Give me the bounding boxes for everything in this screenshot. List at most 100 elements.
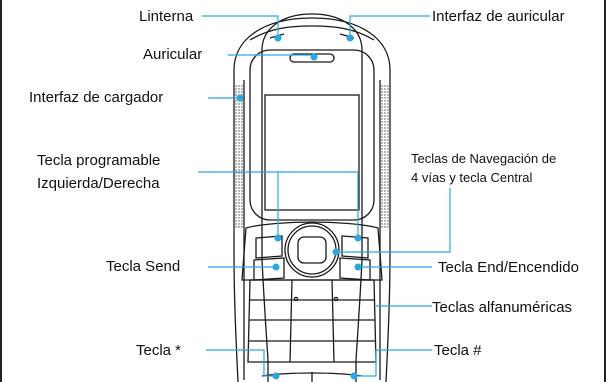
grille-dot bbox=[381, 190, 383, 192]
speaker-grille-left bbox=[235, 85, 243, 228]
grille-dot bbox=[381, 154, 383, 156]
grille-dot bbox=[381, 130, 383, 132]
grille-dot bbox=[235, 106, 237, 108]
grille-dot bbox=[384, 88, 386, 90]
grille-dot bbox=[235, 103, 237, 105]
grille-dot bbox=[235, 142, 237, 144]
speaker-grille-right bbox=[381, 85, 389, 228]
callout-line-navegacion bbox=[336, 188, 451, 253]
grille-dot bbox=[235, 94, 237, 96]
grille-dot bbox=[241, 214, 243, 216]
callout-dot-tecla-end bbox=[354, 263, 362, 271]
grille-dot bbox=[384, 106, 386, 108]
grille-dot bbox=[387, 103, 389, 105]
grille-dot bbox=[381, 88, 383, 90]
grille-dot bbox=[241, 85, 243, 87]
grille-dot bbox=[238, 223, 240, 225]
grille-dot bbox=[241, 187, 243, 189]
grille-dot bbox=[381, 136, 383, 138]
keypad-col-2 bbox=[331, 279, 335, 363]
grille-dot bbox=[384, 136, 386, 138]
grille-dot bbox=[241, 130, 243, 132]
grille-dot bbox=[238, 205, 240, 207]
grille-dot bbox=[241, 199, 243, 201]
callout-line-tecla-asterisco bbox=[206, 349, 276, 377]
grille-dot bbox=[241, 157, 243, 159]
grille-dot bbox=[384, 202, 386, 204]
callout-dot-linterna bbox=[274, 34, 282, 42]
grille-dot bbox=[387, 163, 389, 165]
grille-dot bbox=[387, 223, 389, 225]
grille-dot bbox=[238, 148, 240, 150]
callout-dot-interfaz-auricular bbox=[346, 34, 354, 42]
grille-dot bbox=[381, 214, 383, 216]
grille-dot bbox=[238, 178, 240, 180]
grille-dot bbox=[241, 217, 243, 219]
grille-dot bbox=[384, 133, 386, 135]
grille-dot bbox=[241, 109, 243, 111]
grille-dot bbox=[387, 112, 389, 114]
label-tecla-send: Tecla Send bbox=[106, 258, 181, 275]
grille-dot bbox=[381, 193, 383, 195]
grille-dot bbox=[238, 154, 240, 156]
grille-dot bbox=[238, 103, 240, 105]
grille-dot bbox=[381, 187, 383, 189]
grille-dot bbox=[381, 157, 383, 159]
grille-dot bbox=[381, 223, 383, 225]
grille-dot bbox=[238, 208, 240, 210]
label-navegacion-line2: 4 vías y tecla Central bbox=[411, 170, 533, 185]
grille-dot bbox=[241, 184, 243, 186]
grille-dot bbox=[387, 214, 389, 216]
grille-dot bbox=[387, 91, 389, 93]
grille-dot bbox=[381, 202, 383, 204]
grille-dot bbox=[241, 91, 243, 93]
grille-dot bbox=[238, 196, 240, 198]
grille-dot bbox=[387, 217, 389, 219]
grille-dot bbox=[384, 115, 386, 117]
grille-dot bbox=[387, 148, 389, 150]
grille-dot bbox=[384, 103, 386, 105]
grille-dot bbox=[235, 115, 237, 117]
grille-dot bbox=[241, 118, 243, 120]
grille-dot bbox=[381, 211, 383, 213]
grille-dot bbox=[384, 142, 386, 144]
grille-dot bbox=[235, 88, 237, 90]
grille-dot bbox=[384, 220, 386, 222]
grille-dot bbox=[387, 193, 389, 195]
grille-dot bbox=[241, 121, 243, 123]
grille-dot bbox=[384, 199, 386, 201]
grille-dot bbox=[238, 169, 240, 171]
grille-dot bbox=[381, 118, 383, 120]
grille-dot bbox=[387, 100, 389, 102]
grille-dot bbox=[241, 133, 243, 135]
grille-dot bbox=[235, 184, 237, 186]
grille-dot bbox=[387, 175, 389, 177]
grille-dot bbox=[238, 214, 240, 216]
grille-dot bbox=[387, 139, 389, 141]
grille-dot bbox=[384, 175, 386, 177]
grille-dot bbox=[387, 151, 389, 153]
callout-dot-soft-left bbox=[274, 234, 282, 242]
grille-dot bbox=[387, 211, 389, 213]
grille-dot bbox=[238, 184, 240, 186]
grille-dot bbox=[387, 106, 389, 108]
grille-dot bbox=[235, 133, 237, 135]
grille-dot bbox=[381, 199, 383, 201]
phone-top-edge bbox=[249, 25, 375, 41]
grille-dot bbox=[235, 208, 237, 210]
grille-dot bbox=[241, 112, 243, 114]
grille-dot bbox=[235, 214, 237, 216]
grille-dot bbox=[387, 94, 389, 96]
grille-dot bbox=[241, 175, 243, 177]
grille-dot bbox=[238, 118, 240, 120]
grille-dot bbox=[238, 142, 240, 144]
grille-dot bbox=[235, 136, 237, 138]
grille-dot bbox=[235, 151, 237, 153]
grille-dot bbox=[241, 88, 243, 90]
grille-dot bbox=[238, 163, 240, 165]
grille-dot bbox=[387, 196, 389, 198]
callout-dot-tecla-send bbox=[272, 263, 280, 271]
grille-dot bbox=[238, 181, 240, 183]
